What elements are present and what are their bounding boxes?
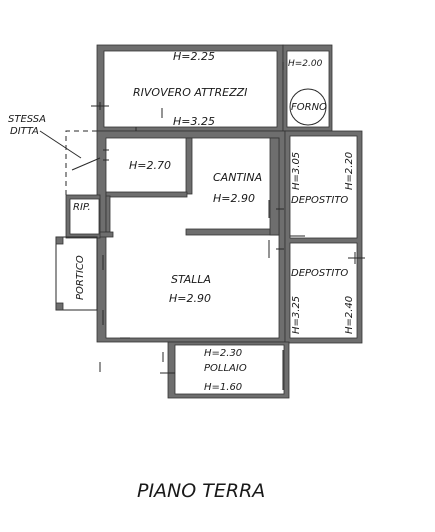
rivovero-height-top: H=2.25 [173, 50, 215, 63]
pollaio-height-bottom: H=1.60 [204, 382, 242, 393]
stessa-ditta-line1: STESSA [8, 114, 46, 125]
stalla-name: STALLA [171, 273, 211, 286]
pollaio-walls [167, 341, 290, 399]
forno-oven-circle [289, 88, 327, 126]
depostito1-height-right: H=2.20 [344, 152, 355, 190]
forno-walls [282, 44, 333, 132]
stessa-ditta-line2: DITTA [10, 126, 39, 137]
plan-title: PIANO TERRA [137, 480, 265, 502]
depostito1-name: DEPOSTITO [291, 195, 348, 206]
cantina-name: CANTINA [213, 171, 262, 184]
portico-name: PORTICO [75, 255, 86, 300]
forno-height: H=2.00 [288, 59, 323, 69]
depostito2-height-right: H=2.40 [344, 296, 355, 334]
internal-walls [96, 137, 280, 238]
depostito2-height-left: H=3.25 [291, 296, 302, 334]
pollaio-name: POLLAIO [204, 363, 247, 374]
depostito1-height-left: H=3.05 [291, 152, 302, 190]
rivovero-room-name: RIVOVERO ATTREZZI [133, 86, 247, 99]
door-marks [91, 62, 365, 390]
rip-name: RIP. [73, 202, 91, 213]
rivovero-height-bottom: H=3.25 [173, 115, 215, 128]
forno-name: FORNO [291, 102, 327, 113]
cantina-height: H=2.90 [213, 192, 255, 205]
stalla-height: H=2.90 [169, 292, 211, 305]
rivovero-walls [96, 44, 284, 132]
pollaio-height-top: H=2.30 [204, 348, 242, 359]
portico-area [55, 236, 98, 311]
stessa-ditta-outline [39, 130, 101, 195]
depostito-walls [284, 130, 363, 344]
rip-walls [65, 194, 101, 239]
room-height-2-70: H=2.70 [129, 159, 171, 172]
depostito2-name: DEPOSTITO [291, 268, 348, 279]
